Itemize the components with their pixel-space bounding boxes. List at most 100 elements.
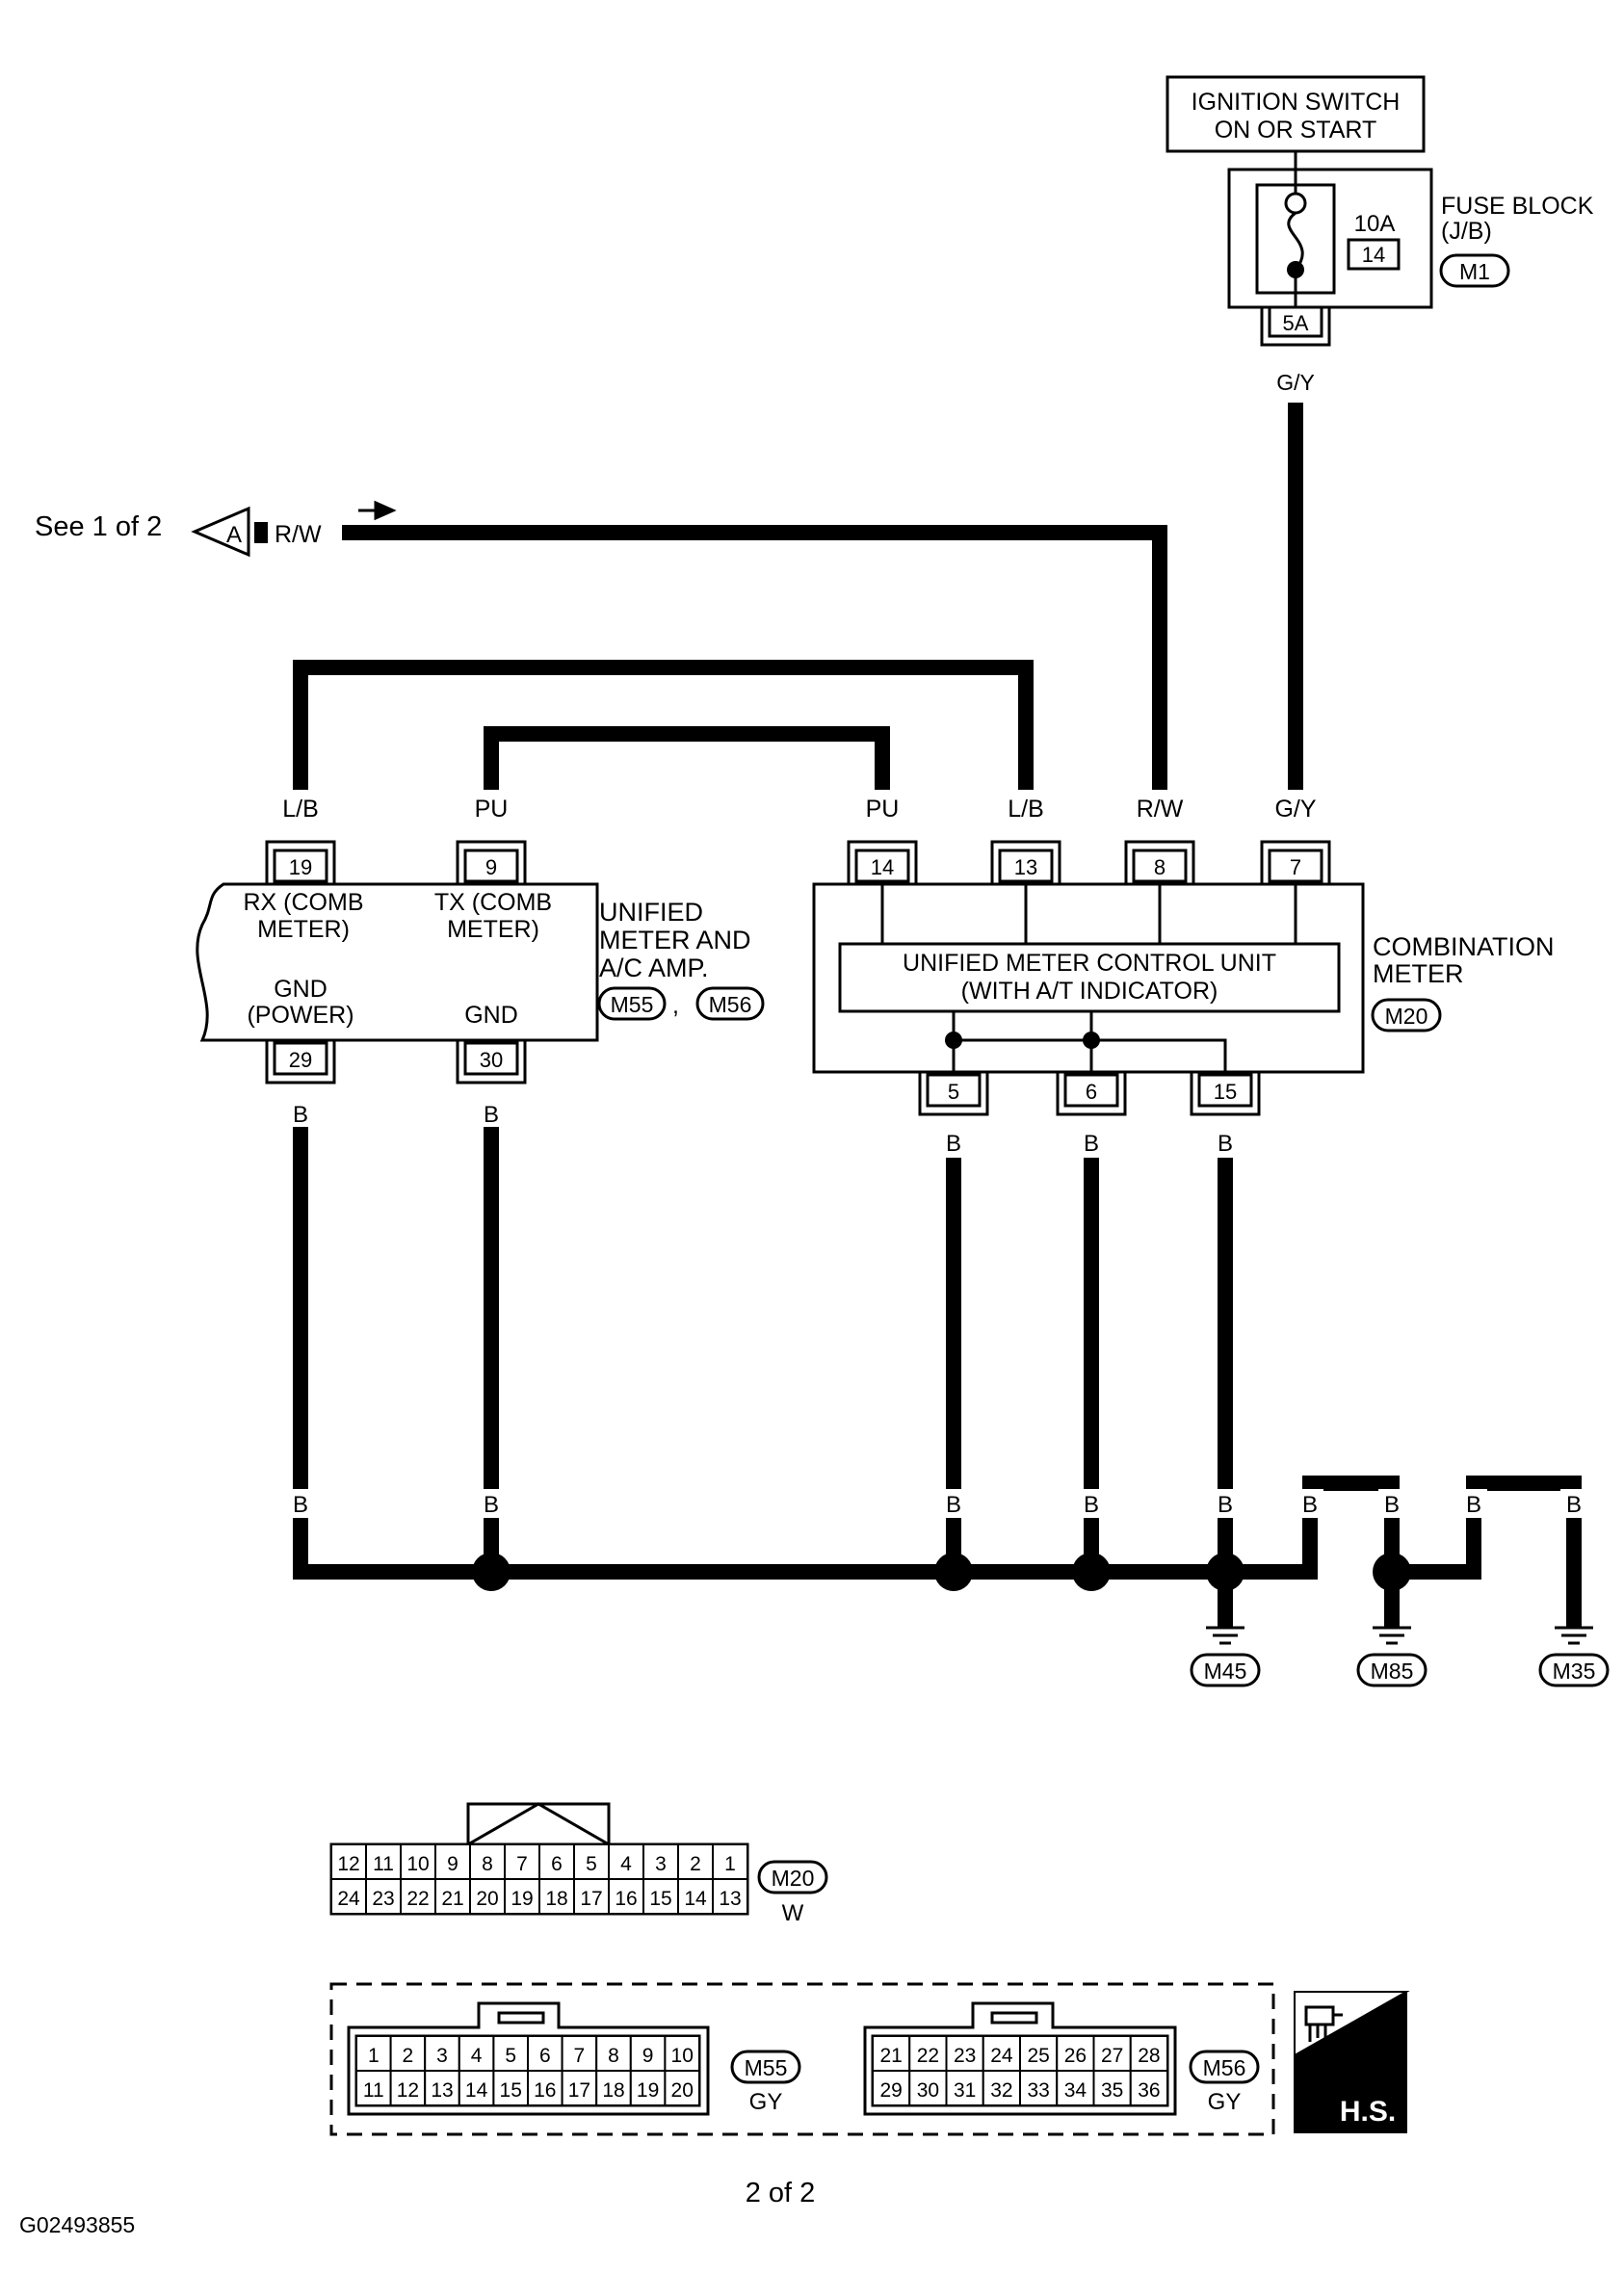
connector-pin-label: 21 [441,1888,463,1910]
connector-pin-cell [1019,2070,1059,2106]
connector-pin-label: 3 [436,2045,448,2067]
connector-pin-cell [1056,2035,1095,2072]
svg-text:W: W [782,1900,804,1926]
connector-pin-label: 1 [724,1853,736,1875]
svg-text:B: B [484,1102,499,1128]
ignition-switch: IGNITION SWITCH ON OR START [1166,75,1426,153]
connector-pin-label: 34 [1064,2079,1087,2102]
connector-pin-cell [365,1878,402,1915]
meter-pin-13: 13 [990,840,1061,884]
connector-pin-label: 36 [1138,2079,1160,2102]
fuse-terminal-5a: 5A [1260,305,1331,347]
fuse-connector-id: M1 [1459,259,1490,284]
meter-pin-14: 14 [847,840,918,884]
svg-text:GY: GY [1208,2089,1242,2115]
amp-label-1: UNIFIED [599,898,703,927]
ground-m85: M85 [1356,1626,1428,1687]
connector-pin-label: 9 [642,2045,654,2067]
ground-wire-labels: B B B B B B B B B B B B B B [287,1098,1587,1518]
svg-text:METER): METER) [447,916,539,943]
svg-text:6: 6 [1086,1080,1097,1104]
connector-pin-label: 20 [671,2079,694,2102]
connector-pin-cell [677,1878,714,1915]
connector-pin-label: 11 [373,1853,394,1875]
connector-pin-cell [664,2070,701,2106]
figure-code: G02493855 [19,2212,135,2237]
connector-pin-label: 24 [990,2045,1013,2067]
connector-pin-cell [538,1878,575,1915]
connector-pin-label: 26 [1064,2045,1087,2067]
connector-pin-label: 28 [1138,2045,1160,2067]
connector-pin-label: 14 [465,2079,488,2102]
meter-pin-8: 8 [1124,840,1195,884]
svg-text:M56: M56 [1203,2055,1246,2080]
svg-text:B: B [1302,1492,1318,1518]
connector-pin-cell [1092,2070,1132,2106]
svg-text:5: 5 [948,1080,959,1104]
connector-pin-label: 15 [649,1888,671,1910]
connector-pin-label: 10 [671,2045,694,2067]
connector-pin-label: 2 [690,1853,701,1875]
connector-pin-cell [629,2035,667,2072]
amp-pin-30: 30 [456,1040,527,1084]
connector-pin-label: 15 [500,2079,522,2102]
connector-pin-cell [908,2070,948,2106]
svg-text:M45: M45 [1204,1659,1247,1684]
offpage-wire-label: R/W [275,521,322,548]
svg-text:GND: GND [274,976,327,1003]
connector-pin-label: 18 [545,1888,567,1910]
connector-pin-label: 23 [954,2045,976,2067]
fuse-block: 10A 14 [1227,168,1433,309]
connector-pin-label: 7 [574,2045,586,2067]
connector-pin-cell [573,1878,610,1915]
connector-pin-label: 24 [337,1888,360,1910]
svg-text:,: , [672,992,679,1019]
svg-text:B: B [1466,1492,1481,1518]
connector-pin-label: 33 [1027,2079,1049,2102]
svg-text:7: 7 [1290,855,1301,879]
wire-label-lb-amp: L/B [282,796,319,823]
connector-pin-label: 4 [471,2045,483,2067]
ground-m35: M35 [1538,1626,1610,1687]
svg-text:29: 29 [289,1048,312,1072]
fuse-block-label-2: (J/B) [1441,218,1492,245]
connector-pin-cell [629,2070,667,2106]
svg-text:15: 15 [1214,1080,1237,1104]
amp-pin-9: 9 [456,840,527,884]
meter-unit-label-1: UNIFIED METER CONTROL UNIT [903,950,1276,977]
combination-meter: UNIFIED METER CONTROL UNIT (WITH A/T IND… [812,882,1365,1074]
svg-text:B: B [1084,1492,1099,1518]
offpage-arrow-icon [191,506,250,558]
fuse-connector-badge [1439,253,1510,288]
splice-points [472,1553,1411,1591]
connector-pin-label: 22 [917,2045,939,2067]
connector-pin-cell [712,1878,748,1915]
meter-pin-7: 7 [1260,840,1331,884]
connector-pin-cell [527,2070,563,2106]
ignition-label-1: IGNITION SWITCH [1192,89,1401,116]
fuse-block-label: FUSE BLOCK [1441,193,1594,220]
connector-pin-cell [642,1843,679,1880]
amp-connector-badge-1 [597,986,667,1021]
svg-text:B: B [946,1131,961,1157]
svg-text:METER): METER) [257,916,350,943]
svg-text:M20: M20 [1385,1004,1428,1029]
connector-pin-label: 14 [684,1888,707,1910]
svg-text:H.S.: H.S. [1340,2096,1396,2128]
offpage-reference: See 1 of 2 [35,511,162,542]
connector-pin-cell [908,2035,948,2072]
harness-side-icon [1304,2005,1343,2042]
connector-pin-cell [642,1878,679,1915]
connector-pin-cell [945,2035,984,2072]
connector-pin-label: 21 [879,2045,902,2067]
amp-pin-29: 29 [265,1040,336,1084]
unified-meter-ac-amp: RX (COMB METER) TX (COMB METER) GND (POW… [196,882,599,1042]
svg-text:B: B [1084,1131,1099,1157]
ignition-label-2: ON OR START [1215,117,1377,144]
connector-pin-cell [608,1843,644,1880]
connector-pin-label: 23 [372,1888,394,1910]
connector-pin-cell [330,1878,367,1915]
svg-text:(POWER): (POWER) [247,1002,354,1029]
connector-pin-label: 4 [620,1853,632,1875]
wire-label-pu-amp: PU [475,796,509,823]
